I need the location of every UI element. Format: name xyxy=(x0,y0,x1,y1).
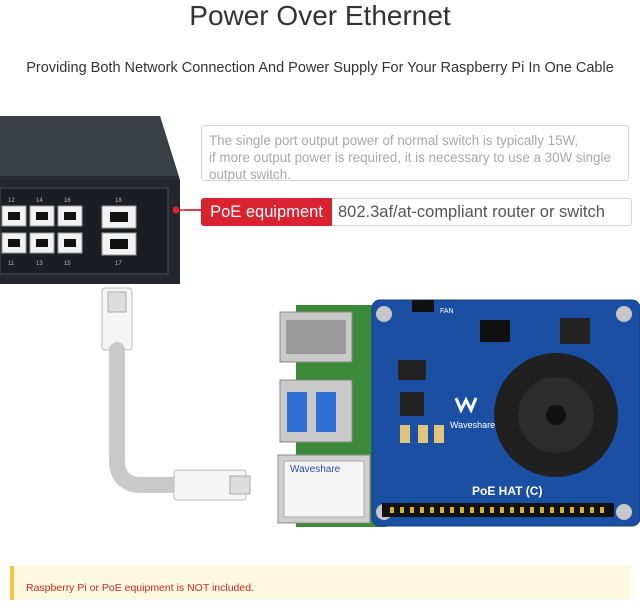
disclaimer-text: Raspberry Pi or PoE equipment is NOT inc… xyxy=(26,582,254,594)
board-brand: Waveshare xyxy=(450,420,495,430)
switch-power-note: The single port output power of normal s… xyxy=(201,125,629,182)
connector-label: Waveshare xyxy=(290,464,341,475)
raspberry-pi-board xyxy=(277,305,386,527)
port-number: 13 xyxy=(36,261,43,267)
page-title: Power Over Ethernet xyxy=(189,0,451,31)
note-line: The single port output power of normal s… xyxy=(209,133,579,148)
network-switch xyxy=(0,116,201,284)
poe-equipment-tag: PoE equipment xyxy=(201,198,332,226)
page-subtitle: Providing Both Network Connection And Po… xyxy=(26,60,614,76)
port-number: 18 xyxy=(115,198,122,204)
port-number: 11 xyxy=(8,261,15,267)
disclaimer-banner xyxy=(10,566,631,600)
waveshare-logo xyxy=(454,396,478,414)
ethernet-cable xyxy=(101,287,251,501)
note-line: if more output power is required, it is … xyxy=(209,150,611,165)
port-number: 14 xyxy=(36,198,43,204)
port-number: 12 xyxy=(8,198,15,204)
poe-hat-board xyxy=(371,299,640,527)
port-number: 15 xyxy=(64,261,71,267)
fan-label: FAN xyxy=(440,308,454,315)
port-number: 17 xyxy=(115,261,122,267)
poe-equipment-description: 802.3af/at-compliant router or switch xyxy=(338,203,605,221)
note-line: output switch. xyxy=(209,167,291,182)
port-number: 16 xyxy=(64,198,71,204)
board-model: PoE HAT (C) xyxy=(472,484,542,498)
